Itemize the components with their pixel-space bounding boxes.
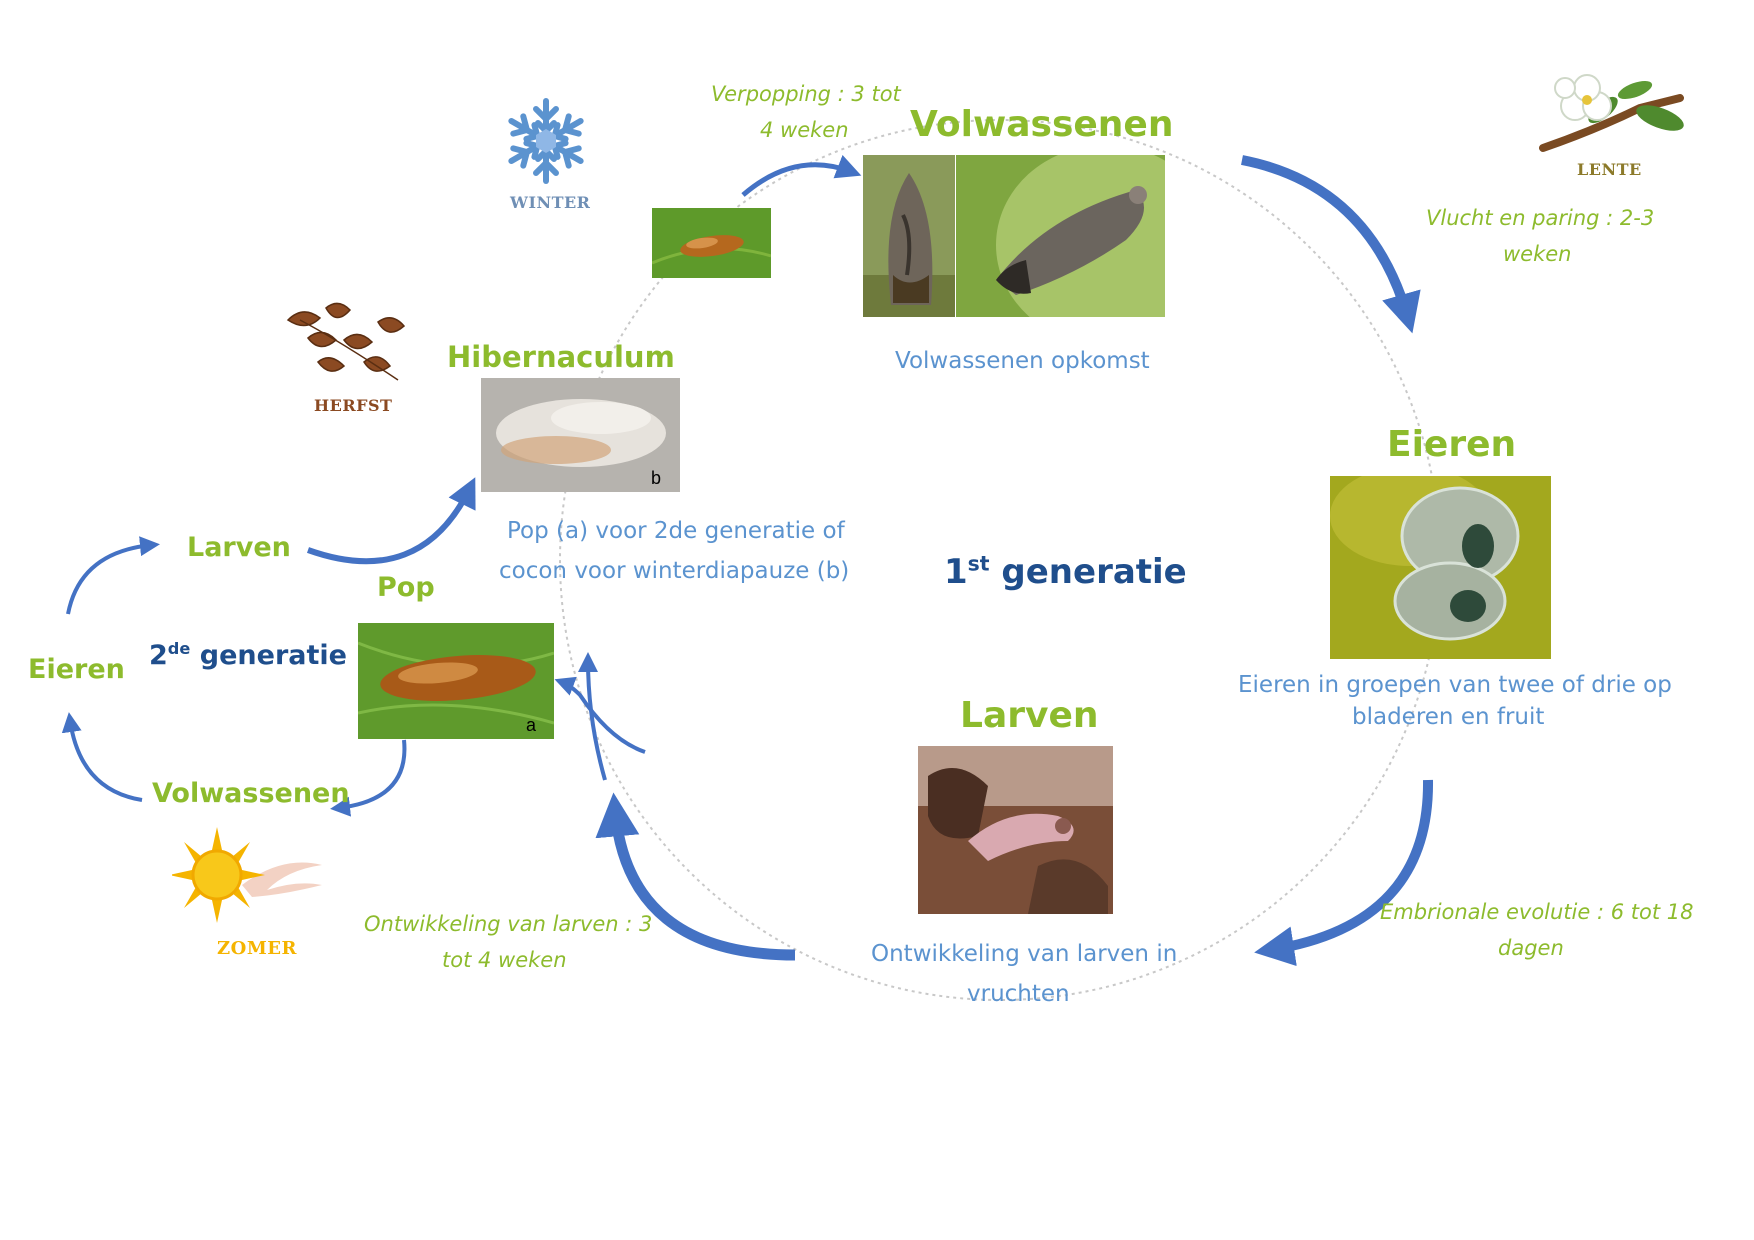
second-generation-suffix: de bbox=[167, 639, 191, 658]
stage-larvae-description-line1: Ontwikkeling van larven in bbox=[871, 941, 1178, 967]
arrow-eggs-to-larvae bbox=[1254, 779, 1434, 967]
duration-embryonic-line2: dagen bbox=[1498, 936, 1564, 960]
hibernaculum-photo: b bbox=[481, 378, 680, 492]
stage-hibernaculum-description-line1: Pop (a) voor 2de generatie of bbox=[507, 518, 845, 544]
photo-tag-a: a bbox=[526, 715, 537, 735]
arrow-2nd-adults-to-eggs bbox=[61, 712, 143, 802]
autumn-leaves-icon bbox=[286, 302, 406, 381]
arrow-larvae-to-pupa bbox=[595, 792, 796, 961]
first-generation-label: 1st generatie bbox=[944, 552, 1187, 592]
duration-embryonic-line1: Embrionale evolutie : 6 tot 18 bbox=[1380, 900, 1694, 924]
pupa-photo-large: a bbox=[358, 623, 554, 739]
duration-larval-line2: tot 4 weken bbox=[442, 948, 567, 972]
second-generation-label: 2de generatie bbox=[149, 640, 347, 671]
first-generation-suffix: st bbox=[967, 551, 990, 576]
pupa-photo-small bbox=[652, 208, 771, 278]
season-autumn-label: HERFST bbox=[314, 396, 393, 415]
stage-hibernaculum-title: Hibernaculum bbox=[447, 340, 675, 374]
season-winter-label: WINTER bbox=[510, 193, 591, 212]
stage-eggs-description-line2: bladeren en fruit bbox=[1352, 704, 1545, 730]
duration-larval-line1: Ontwikkeling van larven : 3 bbox=[364, 912, 653, 936]
second-gen-adults-label: Volwassenen bbox=[152, 778, 350, 809]
first-generation-number: 1 bbox=[944, 552, 968, 592]
blossom-branch-icon bbox=[1539, 74, 1684, 152]
second-generation-text: generatie bbox=[199, 640, 347, 671]
stage-larvae-description-line2: vruchten bbox=[967, 981, 1070, 1007]
sun-icon bbox=[172, 827, 322, 923]
stage-larvae-title: Larven bbox=[960, 695, 1099, 736]
season-summer-label: ZOMER bbox=[217, 938, 297, 959]
arrow-adults-to-eggs bbox=[1241, 155, 1421, 334]
second-gen-larvae-label: Larven bbox=[187, 532, 291, 563]
arrow-split-to-pupa bbox=[554, 676, 646, 754]
stage-eggs-description-line1: Eieren in groepen van twee of drie op bbox=[1238, 672, 1672, 698]
arrow-2nd-eggs-to-larvae bbox=[66, 536, 160, 615]
adult-moth-photo-right bbox=[956, 155, 1165, 317]
larvae-photo bbox=[918, 746, 1113, 914]
arrow-pupa-to-adults bbox=[741, 154, 862, 197]
adult-moth-photo-left bbox=[863, 155, 955, 317]
snowflake-icon bbox=[500, 98, 592, 187]
stage-hibernaculum-description-line2: cocon voor winterdiapauze (b) bbox=[499, 558, 850, 584]
arrow-2nd-larvae-to-hibernaculum bbox=[306, 477, 476, 565]
stage-adults-description: Volwassenen opkomst bbox=[895, 348, 1150, 374]
stage-adults-title: Volwassenen bbox=[910, 104, 1174, 145]
eggs-photo bbox=[1330, 476, 1551, 659]
arrow-2nd-pupa-to-adults bbox=[330, 739, 407, 817]
second-gen-eggs-label: Eieren bbox=[28, 654, 125, 685]
photo-tag-b: b bbox=[651, 468, 662, 488]
duration-flight-line2: weken bbox=[1503, 242, 1572, 266]
arrow-split-up bbox=[578, 652, 607, 781]
duration-pupation-line1: Verpopping : 3 tot bbox=[711, 82, 901, 106]
first-generation-text: generatie bbox=[1001, 552, 1187, 592]
season-spring-label: LENTE bbox=[1577, 160, 1642, 179]
second-generation-number: 2 bbox=[149, 640, 168, 671]
second-gen-pupa-label: Pop bbox=[377, 572, 435, 603]
duration-flight-line1: Vlucht en paring : 2-3 bbox=[1426, 206, 1655, 230]
stage-eggs-title: Eieren bbox=[1387, 424, 1517, 465]
duration-pupation-line2: 4 weken bbox=[760, 118, 849, 142]
